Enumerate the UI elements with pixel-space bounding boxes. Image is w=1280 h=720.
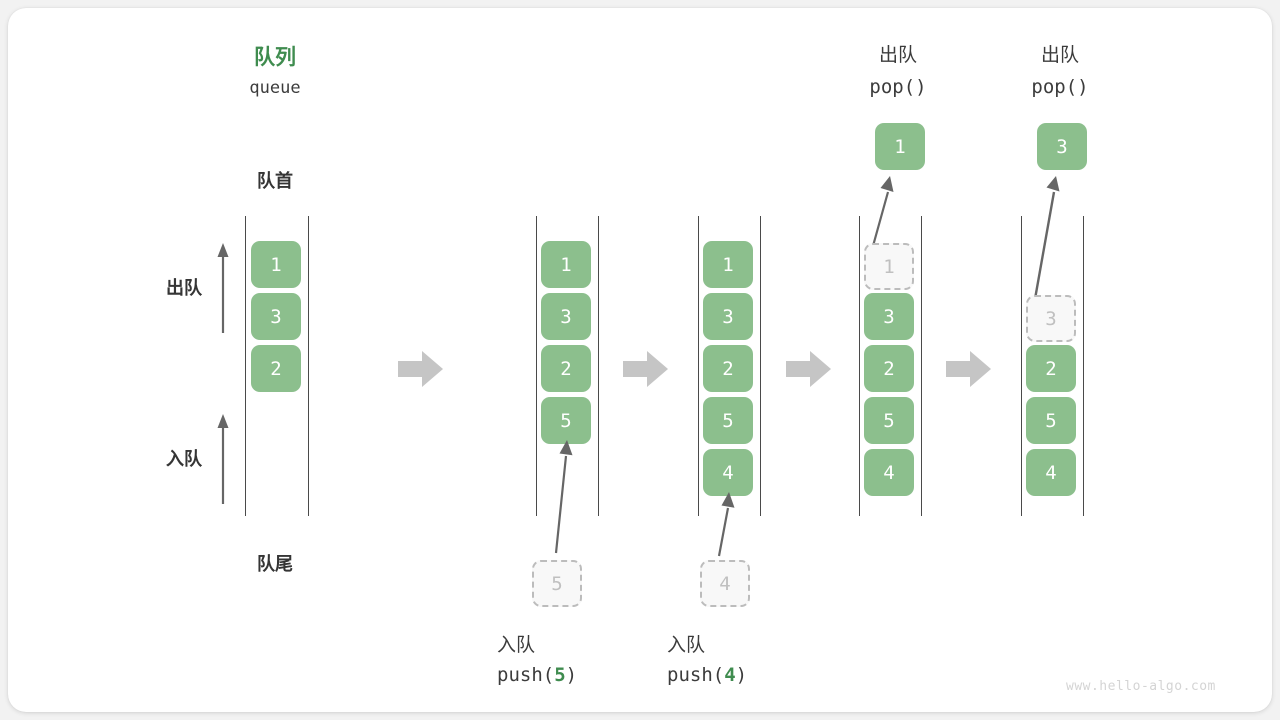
enqueue-direction-arrow-icon <box>214 414 232 504</box>
code-arg: 4 <box>724 664 736 686</box>
queue-rail-left-col1 <box>245 216 246 516</box>
pop-motion-arrow-icon <box>864 176 914 248</box>
queue-item: 1 <box>541 241 591 288</box>
queue-item: 4 <box>864 449 914 496</box>
code-fn-name: push( <box>497 664 555 686</box>
queue-item: 3 <box>864 293 914 340</box>
queue-item: 3 <box>251 293 301 340</box>
queue-title-cn: 队列 <box>254 45 296 69</box>
queue-item: 2 <box>251 345 301 392</box>
dequeue-direction-label: 出队 <box>166 278 202 299</box>
step-arrow-icon <box>786 349 831 389</box>
queue-item: 1 <box>703 241 753 288</box>
push-motion-arrow-icon <box>542 440 592 555</box>
step-caption-cn-pop1: 出队 <box>878 44 917 66</box>
queue-item-new: 4 <box>703 449 753 496</box>
diagram-card: 队列 queue 队首 队尾 出队 入队 1 3 2 <box>8 8 1272 712</box>
popped-item: 3 <box>1037 123 1087 170</box>
front-label: 队首 <box>257 171 293 192</box>
queue-rail-right-col2 <box>598 216 599 516</box>
push-motion-arrow-icon <box>708 492 758 558</box>
rear-label: 队尾 <box>257 554 293 575</box>
queue-rail-right-col4 <box>921 216 922 516</box>
pending-item-ghost: 5 <box>532 560 582 607</box>
watermark: www.hello-algo.com <box>1066 679 1216 694</box>
step-caption-cn-push5: 入队 <box>497 634 536 656</box>
code-paren-close: ) <box>735 664 748 686</box>
queue-rail-left-col3 <box>698 216 699 516</box>
step-caption-cn-push4: 入队 <box>667 634 706 656</box>
queue-item: 2 <box>1026 345 1076 392</box>
step-caption-code-push4: push(4) <box>667 664 842 686</box>
pending-item-ghost: 4 <box>700 560 750 607</box>
queue-item: 3 <box>541 293 591 340</box>
step-arrow-icon <box>398 349 443 389</box>
queue-title-en: queue <box>249 78 301 98</box>
queue-rail-right-col5 <box>1083 216 1084 516</box>
queue-item: 2 <box>864 345 914 392</box>
step-caption-code-pop3: pop() <box>1031 76 1089 98</box>
queue-item: 5 <box>864 397 914 444</box>
queue-item: 4 <box>1026 449 1076 496</box>
queue-rail-right-col3 <box>760 216 761 516</box>
dequeue-direction-arrow-icon <box>214 243 232 333</box>
queue-item-new: 5 <box>541 397 591 444</box>
code-paren-close: ) <box>565 664 578 686</box>
queue-rail-left-col2 <box>536 216 537 516</box>
enqueue-direction-label: 入队 <box>166 449 202 470</box>
step-arrow-icon <box>946 349 991 389</box>
queue-rail-left-col4 <box>859 216 860 516</box>
queue-item: 5 <box>703 397 753 444</box>
code-fn-name: push( <box>667 664 725 686</box>
popped-item: 1 <box>875 123 925 170</box>
queue-rail-left-col5 <box>1021 216 1022 516</box>
queue-rail-right-col1 <box>308 216 309 516</box>
queue-item: 5 <box>1026 397 1076 444</box>
code-arg: 5 <box>554 664 566 686</box>
queue-item: 2 <box>541 345 591 392</box>
step-caption-code-push5: push(5) <box>497 664 672 686</box>
queue-item: 1 <box>251 241 301 288</box>
queue-item: 3 <box>703 293 753 340</box>
queue-item-removed-ghost: 1 <box>864 243 914 290</box>
queue-item-removed-ghost: 3 <box>1026 295 1076 342</box>
queue-item: 2 <box>703 345 753 392</box>
pop-motion-arrow-icon <box>1024 176 1084 301</box>
step-caption-cn-pop3: 出队 <box>1040 44 1079 66</box>
step-caption-code-pop1: pop() <box>869 76 927 98</box>
step-arrow-icon <box>623 349 668 389</box>
